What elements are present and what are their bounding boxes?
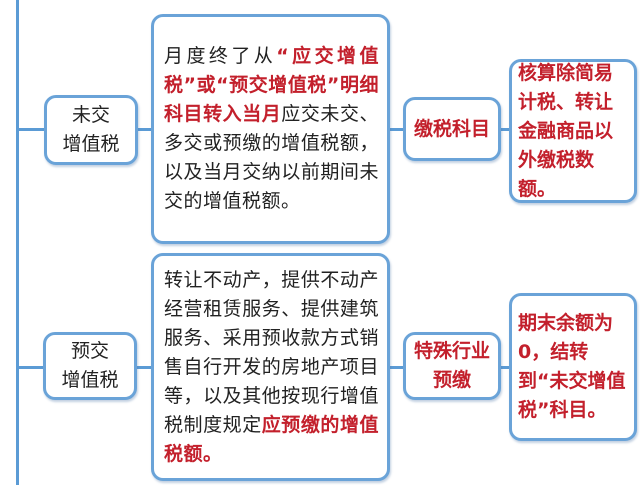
note-box-prepaid-vat: 期末余额为0，结转到“未交增值税”科目。 (509, 293, 637, 441)
usage-box-tax-payment: 缴税科目 (403, 97, 501, 161)
description-segment: 转让不动产，提供不动产经营租赁服务、提供建筑服务、采用预收款方式销售自行开发的房… (164, 268, 379, 436)
category-label: 增值税 (61, 369, 119, 391)
note-text: 核算除简易计税、转让金融商品以外缴税数额。 (518, 61, 614, 200)
usage-label: 缴税科目 (413, 117, 490, 140)
description-text: 转让不动产，提供不动产经营租赁服务、提供建筑服务、采用预收款方式销售自行开发的房… (154, 266, 387, 469)
usage-label: 预缴 (432, 369, 471, 391)
description-highlight: “应交增值税”或“预交增值税”明细科目转入当月 (164, 45, 379, 125)
category-box-unpaid-vat: 未交 增值税 (44, 95, 138, 165)
trunk-line (16, 0, 19, 485)
category-label: 未交 (71, 104, 110, 126)
category-label: 增值税 (62, 133, 120, 155)
usage-box-special-industry: 特殊行业 预缴 (403, 332, 501, 400)
description-text: 月度终了从“应交增值税”或“预交增值税”明细科目转入当月应交未交、多交或预缴的增… (154, 42, 387, 216)
category-box-prepaid-vat: 预交 增值税 (43, 332, 137, 400)
note-text: 期末余额为0，结转到“未交增值税”科目。 (518, 312, 626, 421)
description-box-prepaid-vat: 转让不动产，提供不动产经营租赁服务、提供建筑服务、采用预收款方式销售自行开发的房… (151, 253, 390, 481)
usage-label: 特殊行业 (413, 340, 490, 362)
category-label: 预交 (70, 340, 109, 362)
description-highlight: 应预缴的增值税额。 (164, 413, 379, 465)
description-box-unpaid-vat: 月度终了从“应交增值税”或“预交增值税”明细科目转入当月应交未交、多交或预缴的增… (151, 14, 390, 244)
description-segment: 应交未交、多交或预缴的增值税额，以及当月交纳以前期间未交的增值税额。 (164, 103, 379, 212)
note-box-unpaid-vat: 核算除简易计税、转让金融商品以外缴税数额。 (509, 59, 637, 203)
description-segment: 月度终了从 (164, 45, 277, 67)
